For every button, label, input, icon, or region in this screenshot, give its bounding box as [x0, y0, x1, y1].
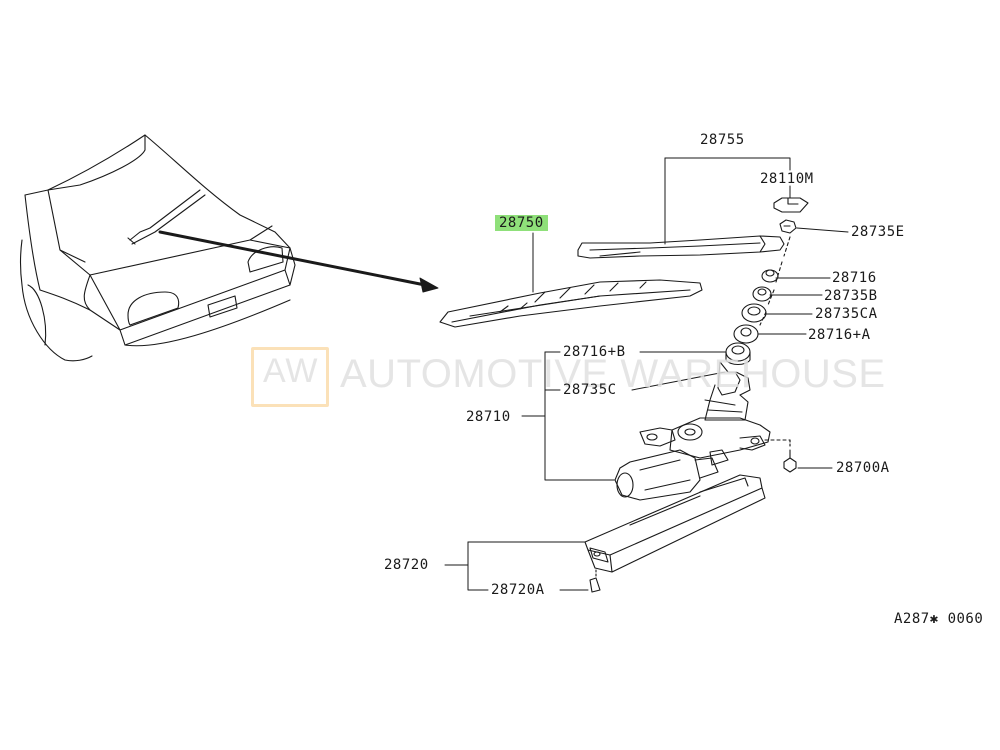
leader-lines — [445, 158, 848, 590]
label-bolt: 28700A — [836, 460, 890, 476]
pointer-arrow — [160, 232, 438, 292]
label-blade: 28750 — [495, 215, 548, 231]
nut-e-part — [780, 220, 796, 233]
label-28716b: 28716+B — [563, 344, 626, 360]
label-28735b: 28735B — [824, 288, 878, 304]
watermark-text: AUTOMOTIVE WAREHOUSE — [340, 352, 886, 396]
label-28735ca: 28735CA — [815, 306, 878, 322]
clip-part — [590, 570, 600, 592]
cap-part — [774, 198, 808, 212]
label-cover: 28720 — [384, 557, 429, 573]
diagram-code: A287✱ 0060 — [894, 611, 984, 627]
watermark-logo-frame — [251, 347, 329, 407]
wiper-arm — [578, 236, 784, 258]
label-cap: 28110M — [760, 171, 814, 187]
bolt-part — [765, 440, 796, 472]
washer-stack — [726, 270, 778, 365]
label-arm-assy: 28755 — [700, 132, 745, 148]
car-illustration — [21, 135, 296, 361]
label-28716: 28716 — [832, 270, 877, 286]
motor-assembly — [615, 362, 770, 500]
watermark-logo: AW — [263, 352, 319, 390]
label-nut-e: 28735E — [851, 224, 905, 240]
label-28735c: 28735C — [563, 382, 617, 398]
wiper-blade — [440, 280, 702, 327]
label-28716a: 28716+A — [808, 327, 871, 343]
cover-part — [585, 475, 765, 572]
label-motor: 28710 — [466, 409, 511, 425]
label-clip: 28720A — [491, 582, 545, 598]
